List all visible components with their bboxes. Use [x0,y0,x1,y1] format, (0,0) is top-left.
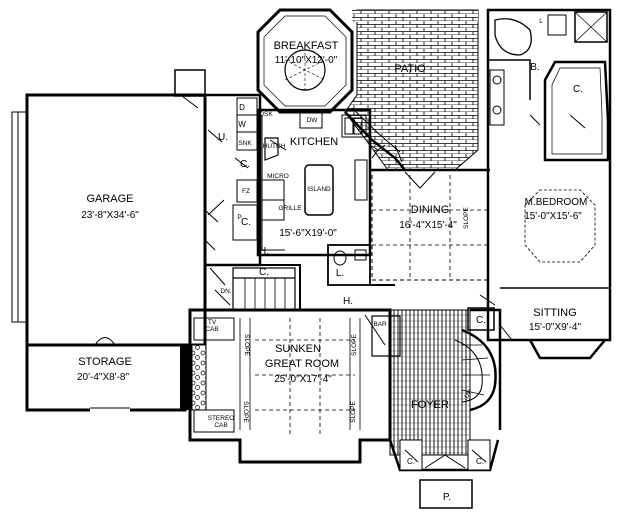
foyer-label: FOYER [411,399,449,411]
breakfast-label: BREAKFAST [274,40,339,52]
desk-label: DSK [259,111,273,118]
utility-area [203,93,262,267]
sitting-dims: 15'-0"X9'-4" [529,322,582,333]
hutch-label: HUTCH [263,143,286,150]
pantry-label: P. [237,214,242,221]
kitchen-dims: 15'-6"X19'-0" [279,228,337,239]
room-labels: BREAKFAST 11'-10"X12'-0" PATIO GARAGE 23… [77,40,587,411]
garage-walls [11,69,219,347]
linen-label: L [539,18,543,25]
dining-walls [370,168,490,281]
storage-dims: 20'-4"X8'-8" [77,372,130,383]
freezer-label: FZ [242,188,250,195]
closet-label-utility: C. [240,159,250,170]
great-room-dims: 25'-0"X17'-4" [274,374,332,385]
bath-label: B. [530,62,539,73]
sitting-label: SITTING [533,307,576,319]
dryer-label: D [239,103,245,112]
kitchen-patio-wall [344,107,406,171]
kitchen-walls [256,108,372,257]
storage-label: STORAGE [78,356,132,368]
fixture-labels: U. C. C. D W SNK DSK HUTCH DW FZ P. MICR… [205,18,583,503]
stereo-cab-label-2: CAB [214,422,227,429]
foyer-closet-right-label: C. [476,457,484,466]
utility-label: U. [218,132,228,143]
hall-label-upper: H. [259,246,269,257]
great-room-slope-right: SLOPE [351,334,358,356]
sitting-closet-label: C. [476,315,486,326]
dining-slope-label: SLOPE [463,207,470,229]
foyer-walls [388,308,502,509]
hall-label-lower: H. [343,296,353,307]
kitchen-label: KITCHEN [290,136,338,148]
tv-cab-label-2: CAB [205,326,218,333]
great-room-label-line2: GREAT ROOM [265,358,339,370]
micro-label: MICRO [267,173,289,180]
master-bedroom-label: M.BEDROOM [525,197,588,208]
patio-label: PATIO [394,63,426,75]
closet-label-pantry: C. [241,217,251,228]
great-room-slope-right-lower: SLOPE [350,401,357,423]
tv-cab-label-1: TV [208,319,217,326]
foyer-floor [389,309,471,456]
grille-label: GRILLE [278,205,302,212]
patio-paving [344,9,479,171]
dining-dims: 16'-4"X15'-4" [399,220,457,231]
bar-label: BAR [373,321,387,328]
great-room-slope-left-lower: SLOPE [242,401,249,423]
foyer-closet-left-label: C. [407,457,415,466]
walkin-closet-label: C. [573,84,583,95]
island-label: ISLAND [307,186,331,193]
washer-label: W [238,120,246,129]
garage-dims: 23'-8"X34'-6" [81,210,139,221]
lav-label: L. [336,268,344,279]
great-room-label-line1: SUNKEN [275,343,321,355]
garage-label: GARAGE [86,193,133,205]
sink-label: SNK [238,140,252,147]
great-room-slope-left: SLOPE [243,334,250,356]
dishwasher-label: DW [307,117,319,124]
great-room-walls [180,308,401,464]
master-suite-walls [467,8,612,360]
stairs-up-label: UP [463,388,474,399]
stairs-down-label: DN. [220,288,231,295]
porch-label: P. [443,492,451,503]
breakfast-dims: 11'-10"X12'-0" [275,55,338,66]
master-bedroom-dims: 15'-0"X15'-6" [524,211,582,222]
breakfast-nook [256,8,354,114]
dining-label: DINING [411,204,450,216]
stereo-cab-label-1: STEREO [208,415,235,422]
stair-closet-label: C. [259,267,269,278]
